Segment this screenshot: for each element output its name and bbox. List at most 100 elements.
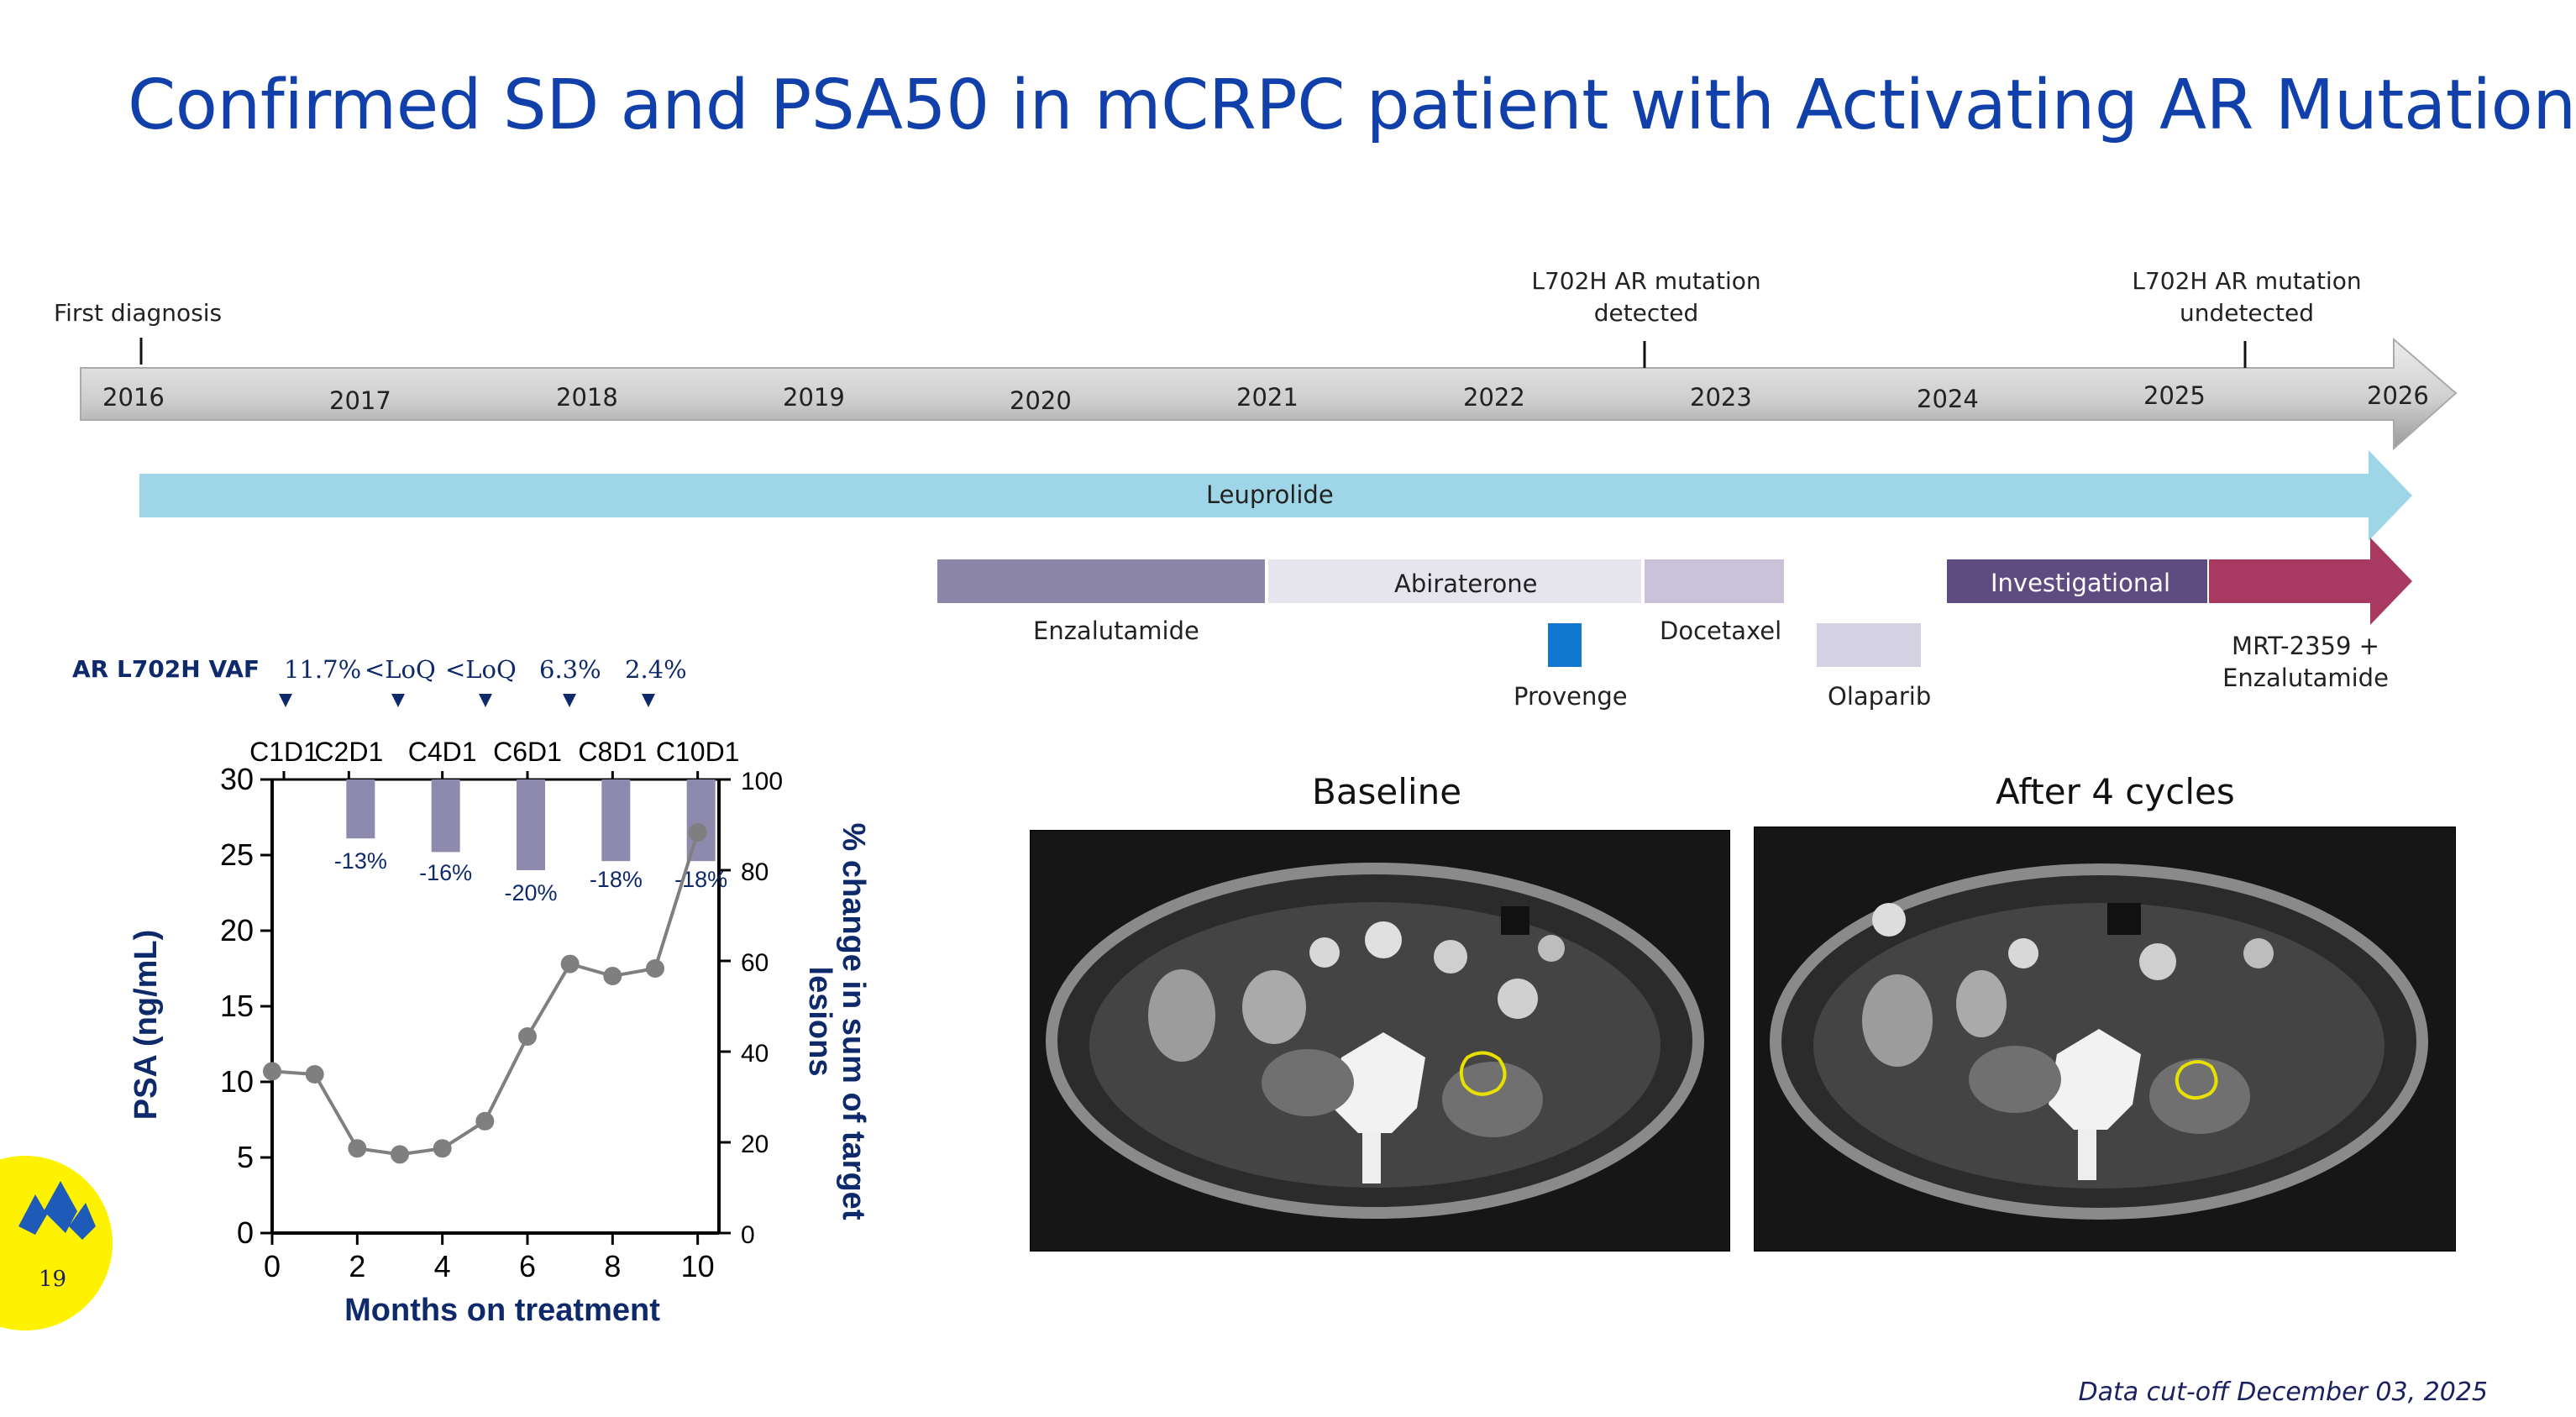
ct-scan-baseline bbox=[1030, 830, 1730, 1252]
vaf-value: 6.3% bbox=[539, 655, 601, 684]
y2-tick-label: 80 bbox=[741, 858, 769, 886]
docetaxel-bar bbox=[1645, 559, 1784, 603]
enzalutamide-label: Enzalutamide bbox=[1033, 617, 1199, 645]
year-label: 2019 bbox=[783, 383, 845, 412]
docetaxel-label: Docetaxel bbox=[1660, 617, 1782, 645]
scan-after-title: After 4 cycles bbox=[1996, 771, 2235, 812]
vaf-arrow-icon bbox=[642, 694, 655, 707]
leuprolide-label: Leuprolide bbox=[1206, 480, 1334, 509]
event-mutation-undetected-line2: undetected bbox=[2179, 299, 2315, 327]
y-tick-label: 20 bbox=[220, 913, 254, 947]
x-tick-label: 6 bbox=[519, 1249, 536, 1283]
psa-point bbox=[688, 823, 707, 842]
x-axis-label: Months on treatment bbox=[344, 1293, 660, 1328]
y2-tick-label: 60 bbox=[741, 949, 769, 977]
vaf-value: <LoQ bbox=[445, 655, 517, 684]
target-lesion-label: -13% bbox=[334, 848, 387, 874]
y2-tick-label: 100 bbox=[741, 768, 783, 795]
cycle-label: C4D1 bbox=[408, 737, 477, 767]
enzalutamide-bar bbox=[937, 559, 1265, 603]
year-label: 2018 bbox=[556, 383, 618, 412]
vaf-value: 2.4% bbox=[625, 655, 687, 684]
target-lesion-label: -20% bbox=[504, 880, 557, 905]
x-tick-label: 2 bbox=[349, 1249, 365, 1283]
vaf-arrow-icon bbox=[479, 694, 492, 707]
y2-axis-label-line1: % change in sum of target bbox=[836, 823, 871, 1220]
event-mutation-undetected-line1: L702H AR mutation bbox=[2132, 267, 2362, 295]
company-logo bbox=[18, 1181, 96, 1240]
year-label: 2017 bbox=[329, 386, 391, 415]
provenge-label: Provenge bbox=[1514, 682, 1628, 711]
page-number: 19 bbox=[39, 1267, 67, 1292]
psa-point bbox=[518, 1027, 537, 1046]
y-tick-label: 10 bbox=[220, 1064, 254, 1099]
psa-point bbox=[391, 1145, 409, 1164]
target-lesion-bar bbox=[431, 779, 460, 853]
target-lesion-bar bbox=[601, 779, 631, 862]
psa-point bbox=[433, 1139, 452, 1158]
year-label: 2021 bbox=[1236, 383, 1298, 412]
x-tick-label: 0 bbox=[264, 1249, 281, 1283]
page-title: Confirmed SD and PSA50 in mCRPC patient … bbox=[128, 66, 2576, 145]
investigational-label: Investigational bbox=[1991, 569, 2171, 597]
psa-point bbox=[603, 967, 622, 985]
event-mutation-detected: L702H AR mutation detected bbox=[1529, 265, 1764, 329]
target-lesion-label: -16% bbox=[419, 860, 472, 885]
timeline-arrow bbox=[80, 337, 2458, 451]
psa-point bbox=[475, 1111, 495, 1131]
vaf-arrow-icon bbox=[279, 694, 292, 707]
mrt-label-line1: MRT-2359 + bbox=[2232, 632, 2379, 660]
year-label: 2016 bbox=[102, 383, 165, 412]
psa-point bbox=[305, 1065, 324, 1084]
timeline-graphic bbox=[0, 337, 2458, 1330]
year-label: 2020 bbox=[1010, 386, 1072, 415]
vaf-value: <LoQ bbox=[365, 655, 436, 684]
scan-baseline-title: Baseline bbox=[1312, 771, 1462, 812]
y-axis-label: PSA (ng/mL) bbox=[129, 930, 164, 1120]
ct-scan-after-image bbox=[1755, 827, 2455, 1251]
cycle-label: C8D1 bbox=[578, 737, 647, 767]
data-cutoff-footer: Data cut-off December 03, 2025 bbox=[2078, 1378, 2489, 1407]
cycle-label: C1D1 bbox=[249, 737, 318, 767]
year-label: 2022 bbox=[1463, 383, 1525, 412]
vaf-value: 11.7% bbox=[284, 655, 362, 684]
event-mutation-undetected: L702H AR mutation undetected bbox=[2129, 265, 2364, 329]
y2-tick-label: 20 bbox=[741, 1131, 769, 1158]
psa-point bbox=[560, 954, 580, 974]
leuprolide-arrow bbox=[139, 450, 2412, 541]
ct-scan-after bbox=[1754, 827, 2456, 1252]
year-label: 2026 bbox=[2367, 381, 2429, 410]
target-lesion-label: -18% bbox=[590, 867, 643, 892]
year-label: 2025 bbox=[2143, 381, 2206, 410]
provenge-bar bbox=[1548, 623, 1582, 667]
y-tick-label: 25 bbox=[220, 837, 254, 872]
y2-tick-label: 40 bbox=[741, 1040, 769, 1068]
x-tick-label: 8 bbox=[604, 1249, 621, 1283]
year-label: 2024 bbox=[1917, 385, 1979, 413]
abiraterone-label: Abiraterone bbox=[1394, 569, 1538, 598]
y2-tick-label: 0 bbox=[741, 1221, 755, 1249]
y-tick-label: 5 bbox=[237, 1140, 254, 1174]
abiraterone-bar bbox=[1268, 559, 1641, 603]
x-tick-label: 10 bbox=[681, 1249, 715, 1283]
psa-point bbox=[348, 1139, 367, 1158]
vaf-arrow-icon bbox=[391, 694, 405, 707]
ct-scan-baseline-image bbox=[1031, 831, 1729, 1251]
x-tick-label: 4 bbox=[434, 1249, 451, 1283]
cycle-label: C2D1 bbox=[314, 737, 383, 767]
mrt-label-line2: Enzalutamide bbox=[2222, 664, 2389, 692]
vaf-label: AR L702H VAF bbox=[72, 655, 260, 683]
event-mutation-detected-line2: detected bbox=[1593, 299, 1699, 327]
target-lesion-bar bbox=[346, 779, 375, 839]
year-label: 2023 bbox=[1690, 383, 1752, 412]
investigational-bar bbox=[1947, 559, 2207, 603]
y-tick-label: 15 bbox=[220, 989, 254, 1023]
olaparib-bar bbox=[1817, 623, 1921, 667]
mrt-arrow bbox=[2209, 538, 2412, 625]
vaf-arrow-icon bbox=[563, 694, 576, 707]
psa-point bbox=[646, 959, 664, 978]
y2-axis-label-line2: lesions bbox=[802, 967, 837, 1077]
psa-point bbox=[263, 1062, 281, 1081]
event-first-diagnosis: First diagnosis bbox=[54, 299, 223, 327]
